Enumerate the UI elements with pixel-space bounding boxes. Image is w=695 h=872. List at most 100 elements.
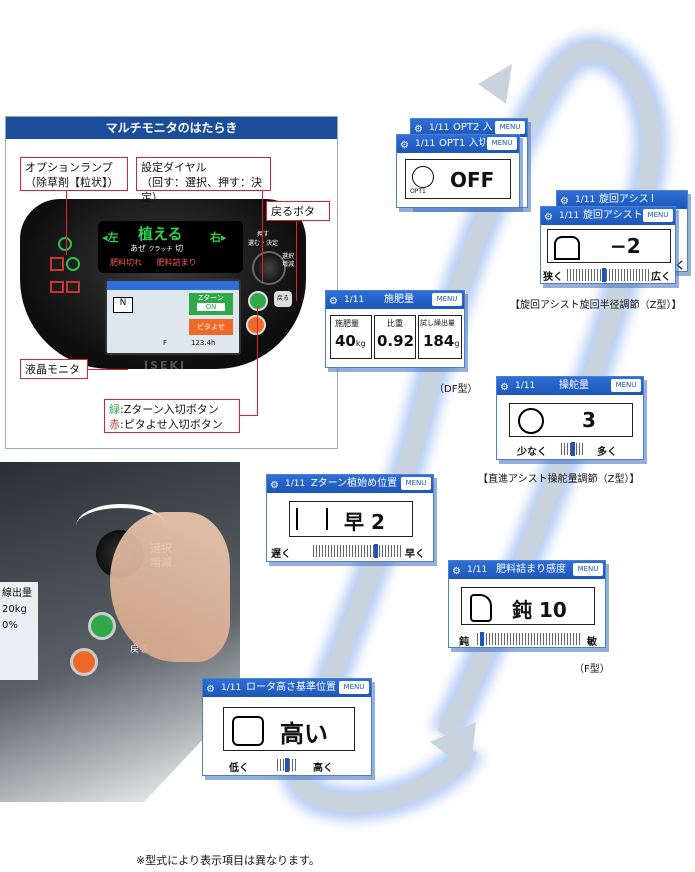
lcd-pita: ピタよせ [189, 319, 233, 335]
card-rotor[interactable]: ⚙ 1/11 ロータ高さ基準位置 MENU 高い 低く 高く [202, 678, 372, 776]
menu-button[interactable]: MENU [495, 121, 525, 134]
value-frame: −2 [547, 229, 671, 263]
leader-line [88, 369, 128, 370]
red-color-word: 赤 [109, 418, 120, 431]
gear-icon: ⚙ [544, 212, 553, 223]
page-indicator: 1/11 [285, 479, 306, 489]
card-head: ⚙ 1/11 ロータ高さ基準位置 MENU [203, 679, 371, 697]
dial-knob-label: 選択 増減 [282, 253, 294, 269]
back-button-label: 戻るボタン [266, 201, 330, 233]
fert-col-value: 0.92 [377, 332, 415, 350]
hand-photo: 線出量 20kg 0% 選択 増減 戻る [0, 462, 240, 802]
leader-line [240, 415, 258, 416]
page-indicator: 1/11 [221, 683, 242, 693]
level-scale [277, 758, 297, 772]
photo-back-label: 戻る [130, 645, 149, 655]
scale-marker[interactable] [480, 632, 485, 646]
scale-marker[interactable] [571, 442, 575, 456]
card-title: 肥料詰まり感度 [496, 564, 566, 575]
level-scale [313, 544, 401, 558]
photo-side-2: 20kg [2, 604, 27, 615]
card-head: ⚙ 1/11 操舵量 MENU [497, 377, 643, 395]
card-title: OPT2 入切 [453, 122, 493, 133]
card-title: 旋回アシスト（右） [583, 210, 641, 221]
page-indicator: 1/11 [467, 565, 488, 575]
menu-button[interactable]: MENU [643, 209, 673, 222]
lcd-n-box: N [113, 297, 133, 313]
card-title: ロータ高さ基準位置 [246, 682, 336, 693]
planting-start-icon [296, 508, 328, 530]
green-button-text: :Zターン入切ボタン [120, 403, 219, 416]
scale-bars [477, 633, 581, 645]
option-lamp-label-2: （除草剤【粒状】） [25, 176, 119, 189]
scale-low: 少なく [517, 447, 547, 458]
scale-high: 広く [651, 272, 671, 283]
menu-button[interactable]: MENU [573, 563, 603, 576]
lcd-zturn: Zターン ON [189, 293, 233, 315]
page-indicator: 1/11 [344, 295, 365, 305]
hand [110, 512, 230, 662]
menu-button[interactable]: MENU [487, 137, 517, 150]
card-head: ⚙ 1/11 旋回アシスト（左） [557, 191, 687, 209]
photo-green-button[interactable] [88, 612, 116, 640]
page-indicator: 1/11 [515, 381, 536, 391]
clog-caption: （F型） [574, 664, 610, 675]
fert-col-label: 試し繰出量 [420, 319, 455, 327]
green-button-label: 緑:Zターン入切ボタン [109, 402, 235, 417]
card-title: 操舵量 [559, 380, 589, 391]
steer-caption: 【直進アシスト操舵量調節（Z型）】 [478, 474, 640, 485]
scale-marker[interactable] [285, 758, 289, 772]
scale-bars [567, 269, 649, 281]
lcd-topbar [107, 281, 239, 290]
card-steer[interactable]: ⚙ 1/11 操舵量 MENU 3 少なく 多く [496, 376, 644, 460]
dial-label-1: 設定ダイヤル [141, 161, 207, 174]
fert-col-1: 施肥量 40kg [330, 315, 372, 359]
card-turn-right[interactable]: ⚙ 1/11 旋回アシスト（右） MENU −2 狭く 広く [540, 206, 676, 284]
leader-line [257, 307, 258, 415]
dial-text: 選む・決定 [248, 240, 279, 247]
ribbon-arrow-bottom [430, 722, 476, 772]
fert-value-3: 184 [423, 332, 455, 350]
photo-side-3: 0% [2, 620, 18, 631]
scale-marker[interactable] [374, 544, 379, 558]
clutch-3: 切 [175, 244, 184, 253]
panel-title: マルチモニタのはたらき [6, 117, 337, 139]
fert-caption: （DF型） [434, 384, 478, 395]
fert-col-label: 施肥量 [335, 319, 359, 328]
level-scale [477, 632, 581, 646]
dial-push: 押す [257, 231, 270, 238]
opt-value: OFF [450, 168, 495, 192]
card-opt1[interactable]: ⚙ 1/11 OPT1 入切 MENU OPT1 OFF [396, 134, 520, 208]
clutch-2: クラッチ [148, 246, 173, 253]
card-zturn[interactable]: ⚙ 1/11 Zターン植始め位置 MENU 早 2 遅く 早く [266, 474, 434, 562]
clutch-1: あぜ [130, 244, 146, 253]
photo-red-button[interactable] [70, 648, 98, 676]
menu-button[interactable]: MENU [611, 379, 641, 392]
card-clog[interactable]: ⚙ 1/11 肥料詰まり感度 MENU 鈍 10 鈍 敏 [448, 560, 606, 648]
scale-marker[interactable] [601, 268, 606, 282]
turn-caption: 【旋回アシスト旋回半径調節（Z型）】 [510, 300, 682, 311]
fert-col-2: 比重 0.92 [374, 315, 416, 359]
card-title: OPT1 入切 [439, 138, 485, 149]
photo-side-1: 線出量 [2, 588, 32, 599]
gear-icon: ⚙ [206, 684, 215, 695]
turn-value: −2 [610, 234, 641, 258]
menu-button[interactable]: MENU [432, 293, 462, 306]
card-head: ⚙ 1/11 肥料詰まり感度 MENU [449, 561, 605, 579]
back-button[interactable]: 戻る [274, 291, 292, 307]
footnote: ※型式により表示項目は異なります。 [136, 854, 320, 867]
pita-button[interactable] [246, 315, 266, 335]
lamp-icon-3 [66, 257, 80, 271]
setting-dial[interactable] [252, 251, 286, 285]
page-indicator: 1/11 [575, 195, 596, 205]
menu-button[interactable]: MENU [401, 477, 431, 490]
card-fertilizer[interactable]: ⚙ 1/11 施肥量 MENU 施肥量 40kg 比重 0.92 試し繰出量 1… [325, 290, 465, 368]
opt-icon [412, 166, 434, 188]
zturn-value: 早 2 [344, 510, 385, 534]
menu-button[interactable]: MENU [339, 681, 369, 694]
gear-icon: ⚙ [414, 124, 423, 135]
top-display: ◂左 植える 右▸ あぜ クラッチ 切 肥料切れ 肥料詰まり [98, 221, 243, 273]
gear-icon: ⚙ [270, 480, 279, 491]
z-turn-button[interactable] [248, 291, 268, 311]
scale-high: 早く [405, 549, 425, 560]
